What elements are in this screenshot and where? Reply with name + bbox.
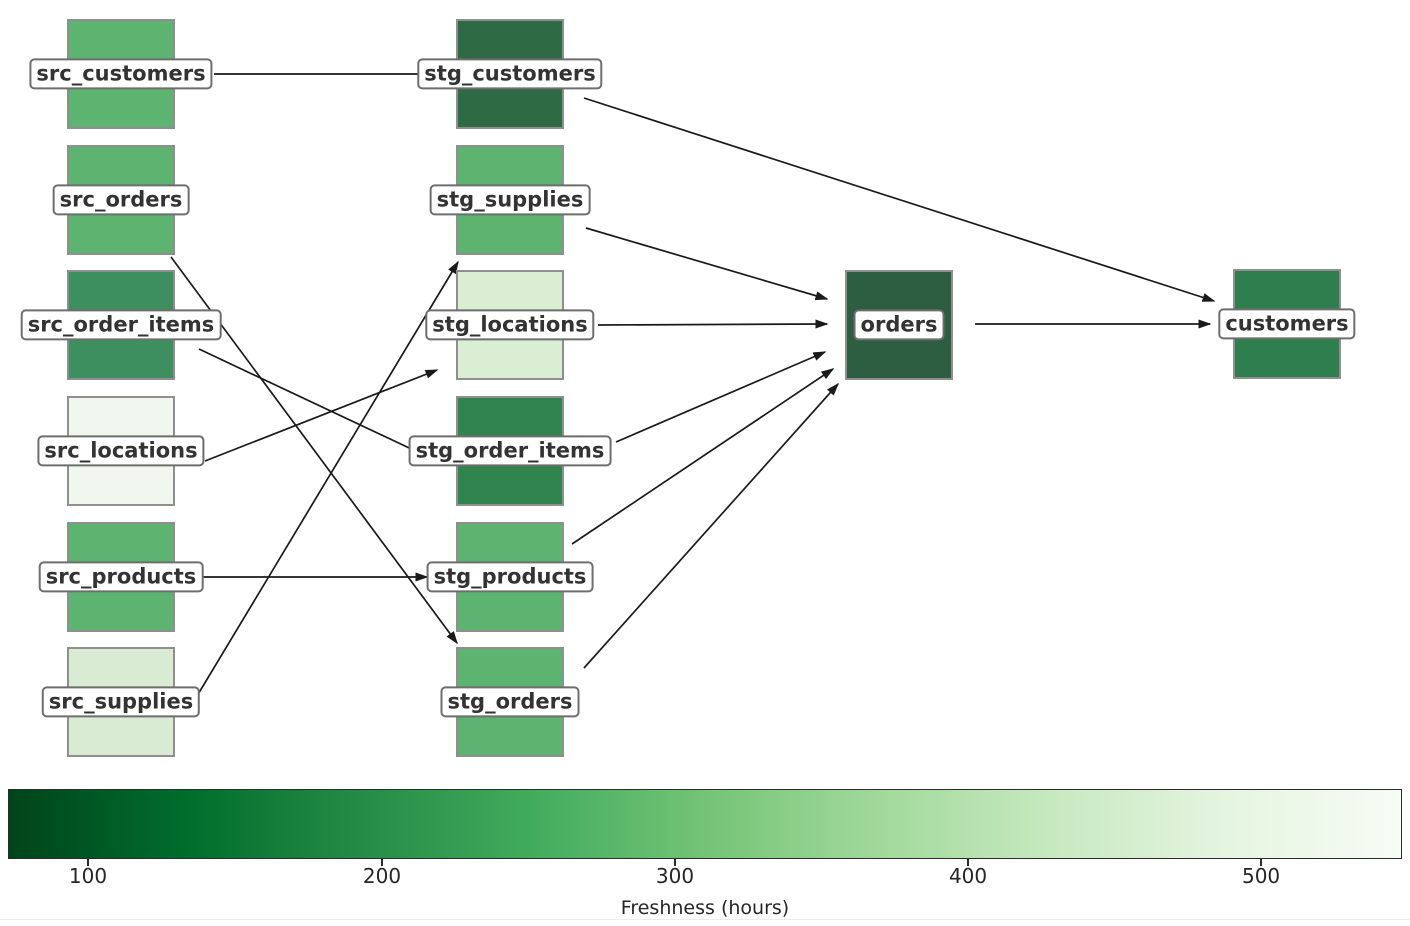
edge-src_order_items-to-stg_order_items	[198, 348, 443, 464]
edge-stg_locations-to-orders	[597, 319, 829, 329]
colorbar-tick-label: 300	[655, 864, 695, 888]
edge-stg_supplies-to-orders	[585, 227, 829, 301]
edge-stg_customers-to-customers	[583, 97, 1216, 302]
node-label-orders: orders	[853, 309, 945, 341]
node-label-stg_products: stg_products	[426, 561, 594, 593]
node-label-stg_order_items: stg_order_items	[408, 435, 612, 467]
colorbar-tick	[87, 859, 89, 866]
colorbar-tick-label: 100	[68, 864, 108, 888]
node-label-src_supplies: src_supplies	[41, 686, 201, 718]
colorbar-tick-label: 500	[1241, 864, 1281, 888]
colorbar-axis-label: Freshness (hours)	[620, 897, 790, 919]
colorbar-tick	[1260, 859, 1263, 866]
node-label-src_orders: src_orders	[52, 184, 190, 216]
node-label-customers: customers	[1218, 308, 1356, 340]
node-label-stg_locations: stg_locations	[425, 309, 595, 341]
colorbar-tick-label: 400	[948, 864, 988, 888]
edge-src_locations-to-stg_locations	[204, 369, 439, 462]
node-label-src_customers: src_customers	[29, 58, 213, 90]
node-label-stg_orders: stg_orders	[440, 686, 580, 718]
edge-stg_orders-to-orders	[583, 382, 839, 669]
node-label-src_locations: src_locations	[37, 435, 205, 467]
node-label-stg_customers: stg_customers	[417, 58, 603, 90]
freshness-colorbar	[8, 789, 1402, 859]
colorbar-tick	[674, 859, 677, 866]
colorbar-tick-label: 200	[362, 864, 402, 888]
figure-bottom-divider	[0, 919, 1410, 920]
edge-stg_products-to-orders	[571, 368, 835, 545]
edge-src_supplies-to-stg_supplies	[196, 260, 459, 697]
node-label-src_order_items: src_order_items	[20, 309, 222, 341]
node-label-stg_supplies: stg_supplies	[429, 184, 591, 216]
node-label-src_products: src_products	[38, 561, 204, 593]
colorbar-tick	[967, 859, 970, 866]
colorbar-tick	[381, 859, 383, 866]
edge-stg_order_items-to-orders	[615, 351, 827, 443]
